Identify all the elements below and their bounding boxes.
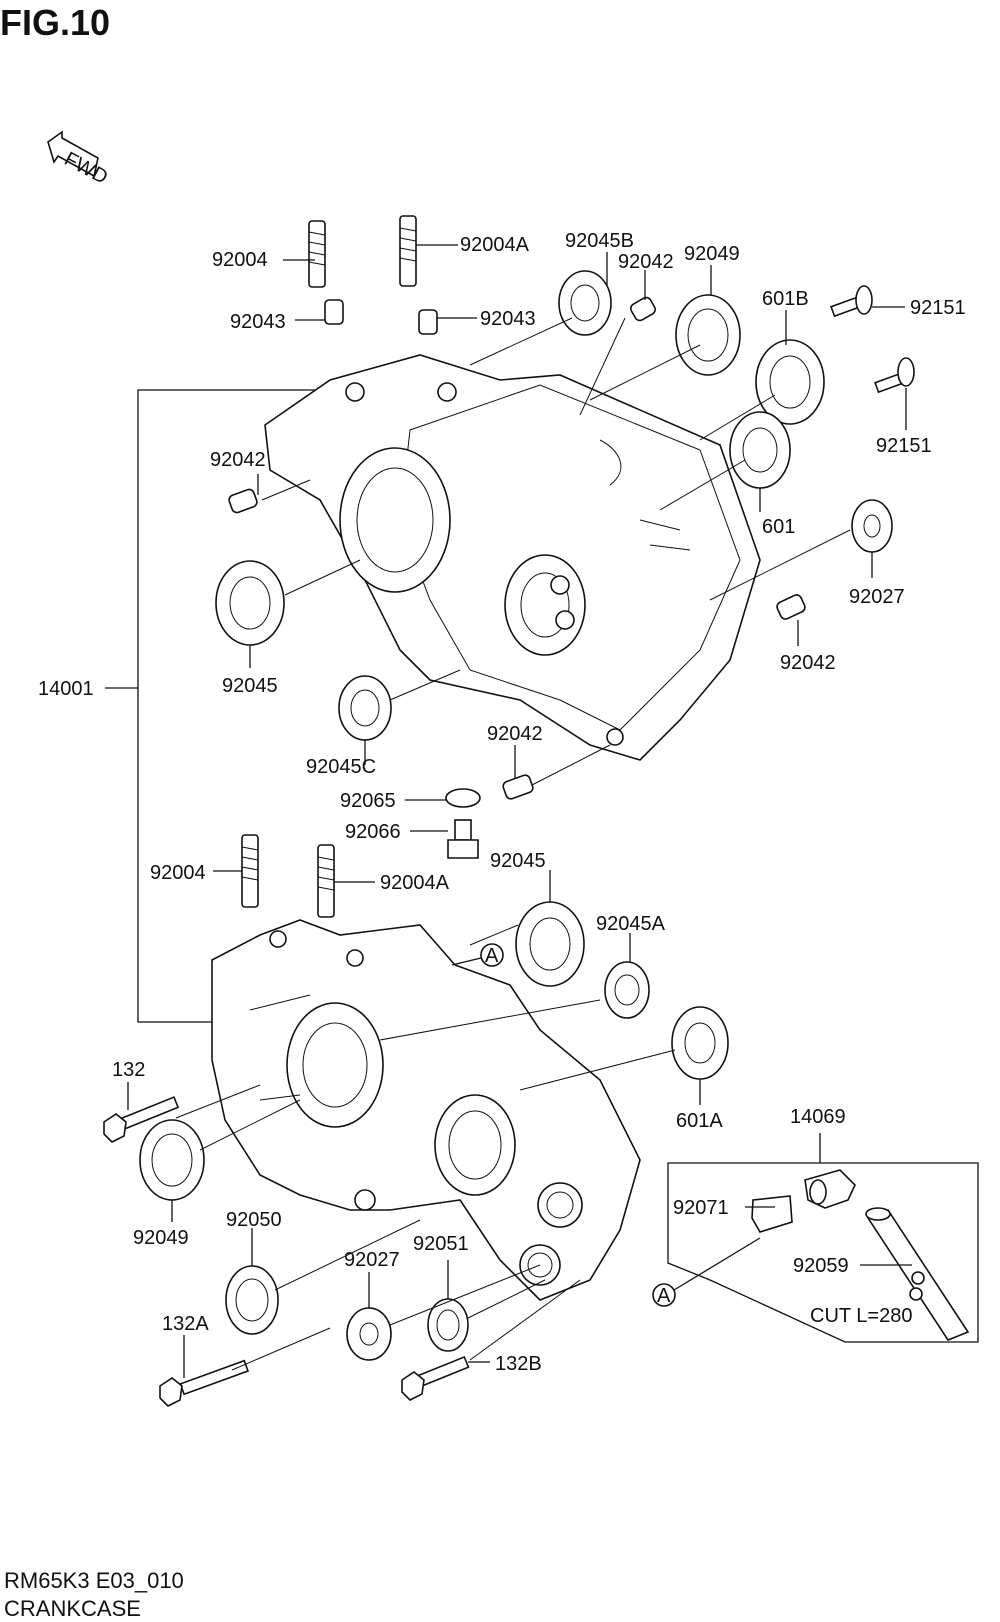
label-92049-top: 92049 — [684, 243, 740, 265]
label-92043-right: 92043 — [480, 308, 536, 330]
drain-plug-92066 — [447, 819, 479, 859]
bolt-132a — [159, 1359, 250, 1407]
stud-92004-top — [308, 220, 326, 288]
label-92027-top: 92027 — [849, 586, 905, 608]
oil-seal-92049-top — [675, 294, 741, 376]
label-92045-left: 92045 — [222, 675, 278, 697]
label-92151-a: 92151 — [910, 297, 966, 319]
reference-mark-a-case — [480, 943, 504, 967]
dowel-92043-left — [324, 299, 344, 325]
pin-92042-mid — [502, 774, 534, 800]
part-labels: 92004 92004A 92045B 92042 92049 92043 92… — [38, 230, 966, 1375]
gasket-92065 — [445, 788, 481, 808]
label-92049-bottom: 92049 — [133, 1227, 189, 1249]
label-92065: 92065 — [340, 790, 396, 812]
label-601: 601 — [762, 516, 795, 538]
label-132a: 132A — [162, 1313, 209, 1335]
washer-92027-bottom — [346, 1307, 392, 1361]
pin-92042-left — [228, 488, 258, 514]
pin-92042-top — [630, 296, 656, 322]
breather-hose-92059 — [865, 1207, 970, 1341]
washer-92027-top — [851, 499, 893, 553]
figure-title: FIG.10 — [0, 2, 111, 43]
label-92042-top: 92042 — [618, 251, 674, 273]
label-92045-bottom: 92045 — [490, 850, 546, 872]
stud-92004a-top — [399, 215, 417, 287]
bolt-132 — [103, 1096, 180, 1143]
screw-92151-b — [874, 357, 915, 394]
breather-kit-box — [667, 1162, 979, 1343]
label-132b: 132B — [495, 1353, 542, 1375]
label-132: 132 — [112, 1059, 145, 1081]
breather-fitting-14069 — [804, 1169, 856, 1209]
bearing-601a — [671, 1006, 729, 1080]
label-92059: 92059 — [793, 1255, 849, 1277]
stud-92004-bottom — [241, 834, 259, 908]
label-92004-top: 92004 — [212, 249, 268, 271]
label-92045b: 92045B — [565, 230, 634, 252]
pin-92042-right — [776, 594, 806, 620]
label-92004a-bottom: 92004A — [380, 872, 450, 894]
bearing-92045b — [558, 270, 612, 336]
label-92042-mid: 92042 — [487, 723, 543, 745]
label-92045c: 92045C — [306, 756, 376, 778]
reference-mark-a-case-text: A — [485, 945, 499, 967]
reference-mark-a-kit — [652, 1283, 676, 1307]
oil-seal-92051 — [427, 1298, 469, 1352]
clamp-92071 — [751, 1195, 793, 1233]
label-92027-bottom: 92027 — [344, 1249, 400, 1271]
label-601a: 601A — [676, 1110, 723, 1132]
label-92051: 92051 — [413, 1233, 469, 1255]
stud-92004a-bottom — [317, 844, 335, 918]
crankcase-left-half — [211, 919, 641, 1301]
label-92004-bottom: 92004 — [150, 862, 206, 884]
label-92045a: 92045A — [596, 913, 666, 935]
oil-seal-92050 — [225, 1265, 279, 1335]
label-14001: 14001 — [38, 678, 94, 700]
label-92042-right: 92042 — [780, 652, 836, 674]
bracket-14001 — [137, 389, 320, 1023]
fwd-arrow-icon: FWD — [47, 130, 111, 189]
label-14069: 14069 — [790, 1106, 846, 1128]
leader-lines — [127, 244, 912, 1378]
dowel-92043-right — [418, 309, 438, 335]
label-92050: 92050 — [226, 1209, 282, 1231]
label-92066: 92066 — [345, 821, 401, 843]
bearing-601 — [729, 411, 791, 489]
leader-ref-a-case — [451, 957, 482, 966]
bearing-92045a — [604, 961, 650, 1019]
bearing-92045c — [338, 675, 392, 741]
label-92042-left: 92042 — [210, 449, 266, 471]
label-92071: 92071 — [673, 1197, 729, 1219]
cut-length-note: CUT L=280 — [810, 1305, 912, 1327]
label-92043-left: 92043 — [230, 311, 286, 333]
bolt-132b — [401, 1355, 470, 1401]
reference-mark-a-kit-text: A — [657, 1285, 671, 1307]
bearing-601b — [755, 339, 825, 425]
bearing-92045-bottom — [515, 901, 585, 987]
bearing-92045-left — [215, 560, 285, 646]
diagram-name: CRANKCASE — [4, 1596, 141, 1621]
crankcase-right-half — [264, 354, 761, 761]
oil-seal-92049-bottom — [139, 1119, 205, 1201]
label-601b: 601B — [762, 288, 809, 310]
diagram-code: RM65K3 E03_010 — [4, 1568, 184, 1593]
label-92004a-top: 92004A — [460, 234, 530, 256]
leader-ref-a-kit — [673, 1237, 761, 1291]
screw-92151-a — [830, 285, 873, 318]
label-92151-b: 92151 — [876, 435, 932, 457]
